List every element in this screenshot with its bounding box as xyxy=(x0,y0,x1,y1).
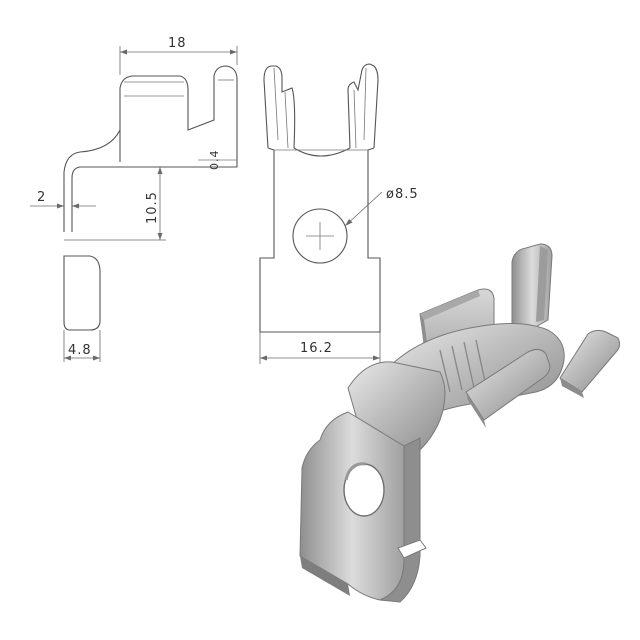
terminal-3d-render xyxy=(299,243,621,603)
small-dimension-label: 0.4 xyxy=(208,150,221,171)
side-view: 0.4 18 2 10.5 4.8 xyxy=(30,36,238,362)
height-label: 10.5 xyxy=(145,191,160,224)
bottom-width-label: 4.8 xyxy=(68,343,92,358)
hole-diameter-label: ø8.5 xyxy=(386,187,419,202)
front-width-label: 16.2 xyxy=(300,341,333,356)
front-view: ø8.5 16.2 xyxy=(259,63,419,364)
top-width-label: 18 xyxy=(168,36,187,51)
left-offset-label: 2 xyxy=(37,190,46,205)
